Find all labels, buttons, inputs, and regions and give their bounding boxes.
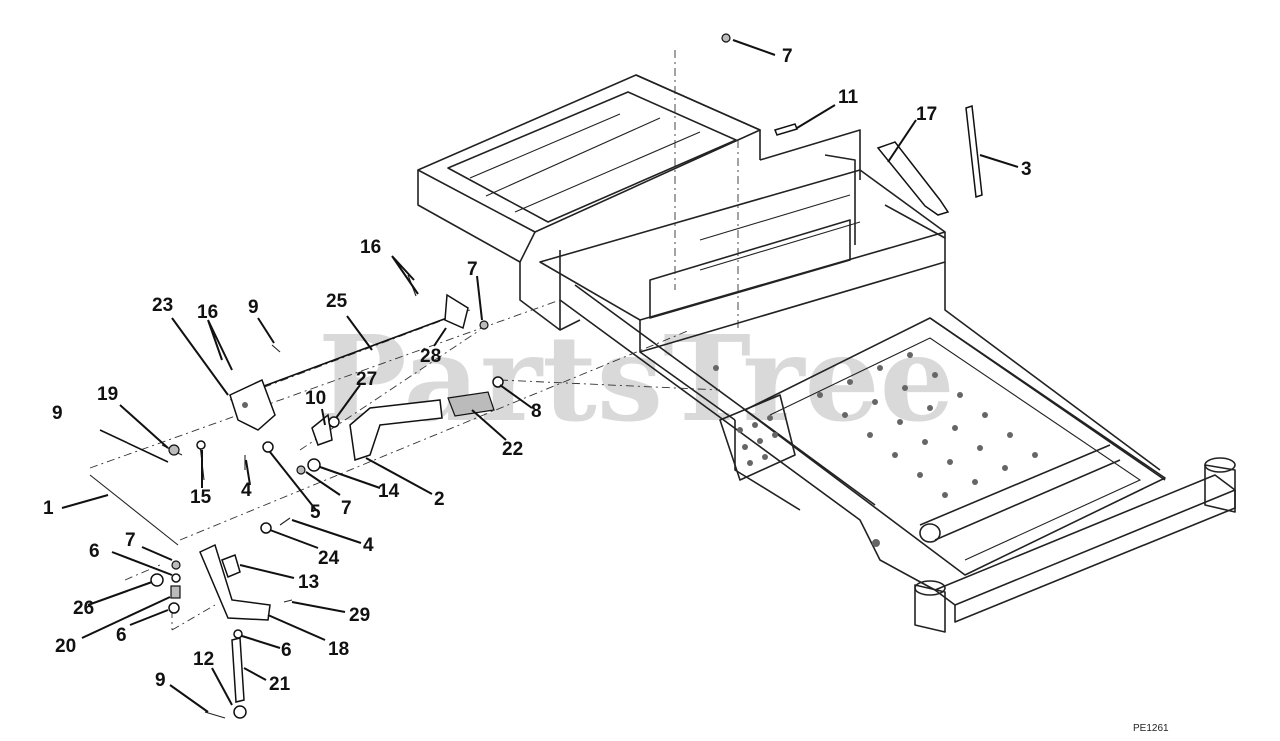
callout-15: 15 <box>190 487 212 508</box>
callout-28: 28 <box>420 346 441 367</box>
callout-10: 10 <box>305 388 326 409</box>
callout-5: 5 <box>310 502 321 523</box>
callout-4: 4 <box>241 480 252 501</box>
callout-21: 21 <box>269 674 291 695</box>
callout-leaders <box>61 39 1019 713</box>
callout-22: 22 <box>502 439 523 460</box>
callout-23: 23 <box>152 295 173 316</box>
callout-7: 7 <box>467 259 478 280</box>
callout-3: 3 <box>1021 159 1032 180</box>
callout-26: 26 <box>73 598 94 619</box>
callout-24: 24 <box>318 548 340 569</box>
callout-6: 6 <box>281 640 292 661</box>
callout-25: 25 <box>326 291 348 312</box>
callout-14: 14 <box>378 481 400 502</box>
callout-11: 11 <box>838 87 859 108</box>
drawing-code: PE1261 <box>1133 723 1169 734</box>
mower-frame <box>417 74 1236 633</box>
callout-labels: 7 11 17 3 16 7 25 23 16 9 28 8 27 10 19 … <box>43 46 1032 695</box>
callout-7: 7 <box>782 46 793 67</box>
callout-7: 7 <box>341 498 352 519</box>
callout-27: 27 <box>356 369 377 390</box>
callout-16: 16 <box>197 302 218 323</box>
callout-2: 2 <box>434 489 445 510</box>
callout-12: 12 <box>193 649 214 670</box>
callout-16: 16 <box>360 237 381 258</box>
callout-8: 8 <box>531 401 542 422</box>
callout-20: 20 <box>55 636 76 657</box>
callout-6: 6 <box>116 625 127 646</box>
callout-9: 9 <box>248 297 259 318</box>
callout-4: 4 <box>363 535 374 556</box>
callout-1: 1 <box>43 498 54 519</box>
callout-6: 6 <box>89 541 100 562</box>
callout-29: 29 <box>349 605 370 626</box>
callout-9: 9 <box>155 670 166 691</box>
watermark: PartsTree <box>318 309 955 448</box>
callout-18: 18 <box>328 639 349 660</box>
callout-13: 13 <box>298 572 319 593</box>
callout-19: 19 <box>97 384 118 405</box>
callout-17: 17 <box>916 104 937 125</box>
callout-9: 9 <box>52 403 63 424</box>
callout-7: 7 <box>125 530 136 551</box>
